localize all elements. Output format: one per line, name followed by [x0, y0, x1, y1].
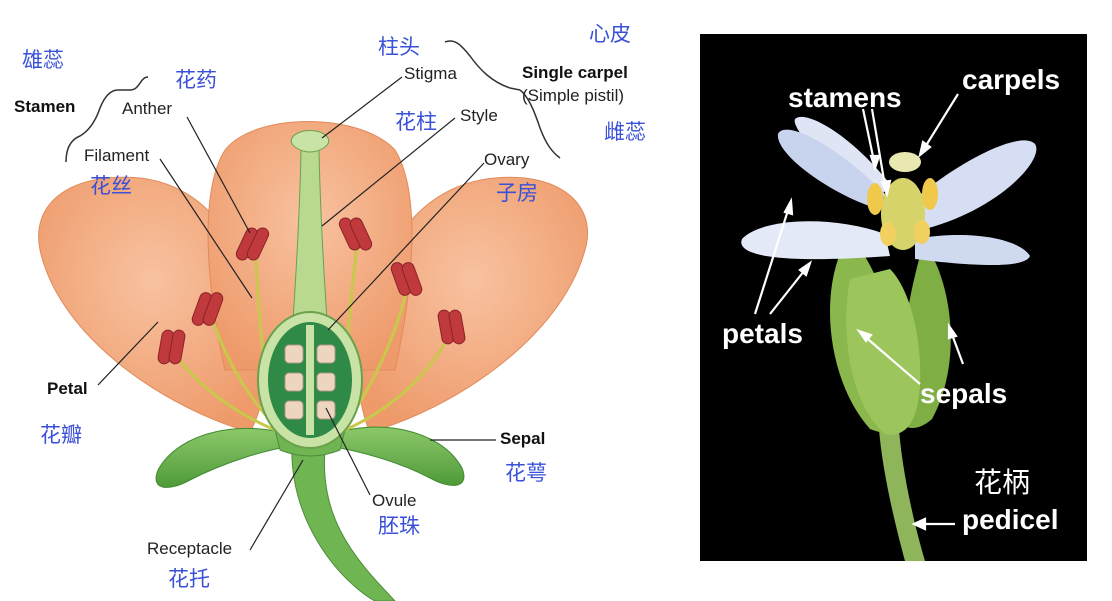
flower-photo: stamens carpels petals sepals 花柄 pedicel: [700, 34, 1087, 561]
style-zh-label: 花柱: [395, 110, 437, 134]
filament-label: Filament: [84, 146, 150, 165]
petals-label: petals: [722, 318, 803, 349]
right-sepal: [327, 426, 465, 486]
ovules: [284, 344, 336, 420]
sepal-zh-label: 花萼: [505, 461, 547, 485]
sepal-label: Sepal: [500, 429, 546, 448]
photo-anther-4: [914, 220, 930, 244]
ovule-zh-label: 胚珠: [378, 514, 420, 538]
photo-anther-2: [922, 178, 938, 210]
receptacle-zh-label: 花托: [168, 567, 210, 591]
stigma-zh-label: 柱头: [378, 35, 420, 59]
stamens-label: stamens: [788, 82, 902, 113]
pedicel-label: pedicel: [962, 504, 1059, 535]
anther-label: Anther: [122, 99, 173, 118]
carpels-label: carpels: [962, 64, 1061, 95]
ovary-label: Ovary: [484, 150, 530, 169]
stamen-label: Stamen: [14, 97, 76, 116]
anthers: [157, 217, 466, 365]
pistil-zh-label: 雌蕊: [604, 120, 646, 144]
simple-pistil-label: (Simple pistil): [522, 86, 625, 105]
ovule-label: Ovule: [372, 491, 417, 510]
photo-anther-1: [867, 183, 883, 215]
photo-petal-lower-left: [741, 221, 890, 260]
photo-arrows: [753, 93, 965, 531]
single-carpel-label: Single carpel: [522, 63, 628, 82]
sepals-label: sepals: [920, 378, 1008, 409]
stamen-zh-label: 雄蕊: [22, 48, 64, 72]
carpel-brace: [444, 40, 561, 159]
flower-stalk: [291, 439, 396, 601]
petal-label: Petal: [47, 379, 88, 398]
filament-zh-label: 花丝: [90, 174, 132, 198]
left-sepal: [155, 427, 293, 488]
photo-petal-right: [915, 140, 1037, 229]
receptacle-label: Receptacle: [147, 539, 233, 558]
petal-zh-label: 花瓣: [40, 423, 82, 447]
leader-lines: [97, 76, 496, 551]
photo-petal-lower-right: [915, 235, 1030, 265]
stigma-label: Stigma: [404, 64, 457, 83]
carpel-zh-top-label: 心皮: [589, 22, 631, 46]
pedicel-stem: [878, 414, 925, 561]
flower-structure-diagram: [38, 40, 588, 601]
flower-photo-drawing: [741, 93, 1037, 561]
photo-petal-upper-left-b: [777, 129, 885, 209]
ovary-septum: [306, 325, 314, 435]
stigma-shape: [290, 130, 330, 153]
stamen-brace: [65, 76, 149, 163]
ovary-zh-label: 子房: [496, 181, 538, 205]
anther-zh-label: 花药: [175, 68, 217, 92]
photo-stigma: [889, 152, 921, 172]
photo-anther-3: [880, 222, 896, 246]
style-label: Style: [460, 106, 498, 125]
pedicel-zh-label: 花柄: [974, 466, 1031, 499]
